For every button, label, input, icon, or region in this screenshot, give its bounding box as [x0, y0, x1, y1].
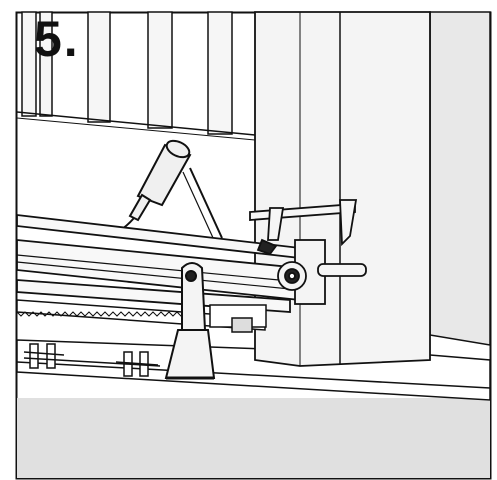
strut-2 — [182, 171, 215, 241]
gate-rail-2 — [16, 117, 256, 141]
gas-spring — [109, 139, 192, 234]
rail-line-2 — [16, 261, 301, 291]
gate-rail — [16, 111, 256, 136]
curb-line — [16, 361, 491, 389]
gate-bars — [21, 11, 233, 135]
anchor-bolts — [23, 343, 161, 377]
ground — [17, 398, 490, 478]
strut — [189, 167, 223, 239]
mounting-foot — [164, 262, 216, 380]
clamp — [249, 199, 358, 256]
gate-pillar — [254, 11, 431, 367]
limit-switch — [209, 304, 267, 333]
wall — [429, 11, 491, 346]
step-number: 5. — [34, 11, 80, 67]
rail-line — [16, 254, 301, 283]
end-bracket — [277, 239, 367, 305]
